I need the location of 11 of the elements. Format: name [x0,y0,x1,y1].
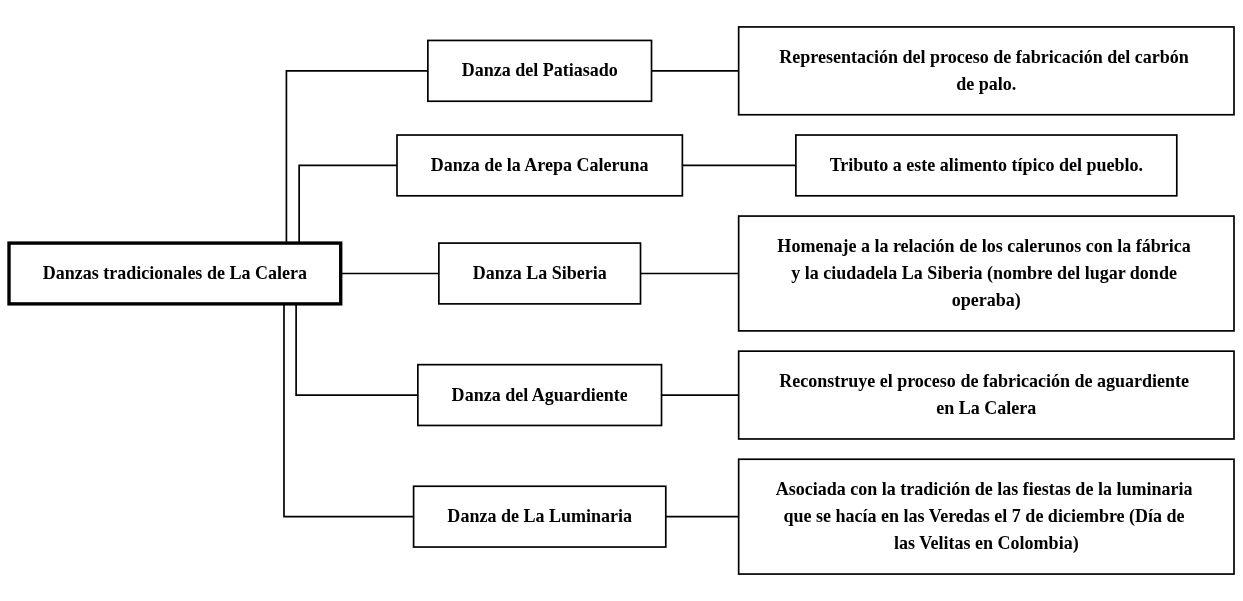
node-box: Danza del Patiasado [427,39,653,103]
node-box: Homenaje a la relación de los calerunos con la fábrica y la ciudadela La Siberia (nombre del lugar donde operaba) [737,215,1235,332]
node-box: Danza La Siberia [438,242,642,305]
node-box: Representación del proceso de fabricación del carbón de palo. [737,26,1235,116]
node-box: Danza del Aguardiente [417,363,663,427]
node-box: Danza de la Arepa Caleruna [396,134,684,197]
node-box: Tributo a este alimento típico del pueblo. [795,134,1178,197]
node-box: Reconstruye el proceso de fabricación de aguardiente en La Calera [737,350,1235,440]
node-box: Asociada con la tradición de las fiestas de la luminaria que se hacía en las Veredas el 7 de diciembre (Día de las Velitas en Colombia) [737,458,1235,575]
node-box: Danza de La Luminaria [412,485,667,548]
node-box: Danzas tradicionales de La Calera [7,241,343,306]
